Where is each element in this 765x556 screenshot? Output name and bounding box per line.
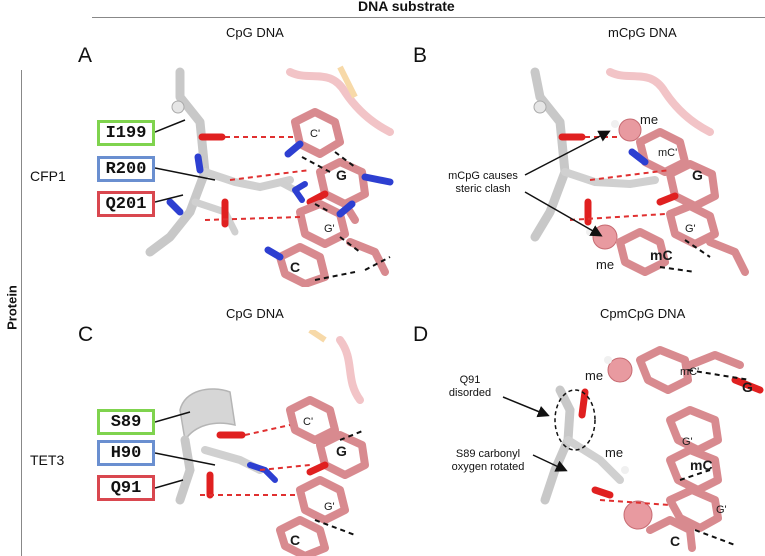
protein-axis-line: [21, 70, 22, 556]
base-label-b-g-prime: G': [685, 223, 696, 235]
panel-b-structure: me mC' G G' mC me: [530, 67, 749, 276]
residue-box-q91: Q91: [97, 475, 155, 501]
panel-letter-c: C: [78, 323, 94, 346]
base-label-c-g: G: [336, 443, 347, 459]
row-label-cfp1: CFP1: [30, 168, 66, 184]
annotation-steric-clash: mCpG causes steric clash: [448, 170, 518, 195]
base-label-d-me-mid: me: [605, 445, 623, 460]
residue-box-i199: I199: [97, 120, 155, 146]
base-label-c-c: C: [290, 532, 300, 548]
base-label-c-g-prime: G': [324, 501, 335, 513]
base-label-a-c: C: [290, 259, 300, 275]
panel-letter-d: D: [413, 323, 429, 346]
base-label-d-g-top: G: [742, 379, 753, 395]
base-label-b-mc: mC: [650, 247, 673, 263]
residue-box-s89: S89: [97, 409, 155, 435]
column-title-c: CpG DNA: [226, 306, 284, 321]
column-title-d: CpmCpG DNA: [600, 306, 686, 321]
panel-c-leaders: [155, 411, 216, 489]
base-label-c-c-prime: C': [303, 416, 313, 428]
base-label-a-g: G: [336, 167, 347, 183]
base-label-a-g-prime: G': [324, 223, 335, 235]
base-label-b-mc-prime: mC': [658, 147, 677, 159]
panel-c-structure: C' G G' C: [175, 330, 369, 556]
steric-arrows: [524, 130, 611, 237]
header-title: DNA substrate: [358, 0, 455, 14]
panel-d-structure: me mC' G G' mC me G' C: [540, 346, 764, 552]
header-rule: [92, 17, 765, 18]
base-label-d-g-prime-bottom: G': [716, 504, 727, 516]
base-label-b-me-bottom: me: [596, 257, 614, 272]
base-label-d-c: C: [670, 533, 680, 549]
protein-axis-label: Protein: [4, 285, 20, 330]
base-label-b-g: G: [692, 167, 703, 183]
panel-a-leaders: [155, 119, 216, 203]
base-label-d-mc: mC: [690, 457, 713, 473]
panel-a-structure: C' G G' C: [145, 65, 394, 287]
base-label-d-mc-prime: mC': [680, 366, 699, 378]
residue-box-h90: H90: [97, 440, 155, 466]
panel-d-arrows: [502, 396, 568, 472]
base-label-d-g-prime: G': [682, 436, 693, 448]
column-title-b: mCpG DNA: [608, 25, 677, 40]
base-label-a-c-prime: C': [310, 128, 320, 140]
row-label-tet3: TET3: [30, 452, 65, 468]
panel-letter-a: A: [78, 44, 93, 67]
panel-letter-b: B: [413, 44, 428, 67]
annotation-q91-disordered: Q91 disorded: [448, 374, 492, 399]
base-label-d-me-top: me: [585, 368, 603, 383]
annotation-s89-rotated: S89 carbonyl oxygen rotated: [451, 448, 525, 473]
residue-box-q201: Q201: [97, 191, 155, 217]
base-label-b-me-top: me: [640, 112, 658, 127]
column-title-a: CpG DNA: [226, 25, 284, 40]
residue-box-r200: R200: [97, 156, 155, 182]
